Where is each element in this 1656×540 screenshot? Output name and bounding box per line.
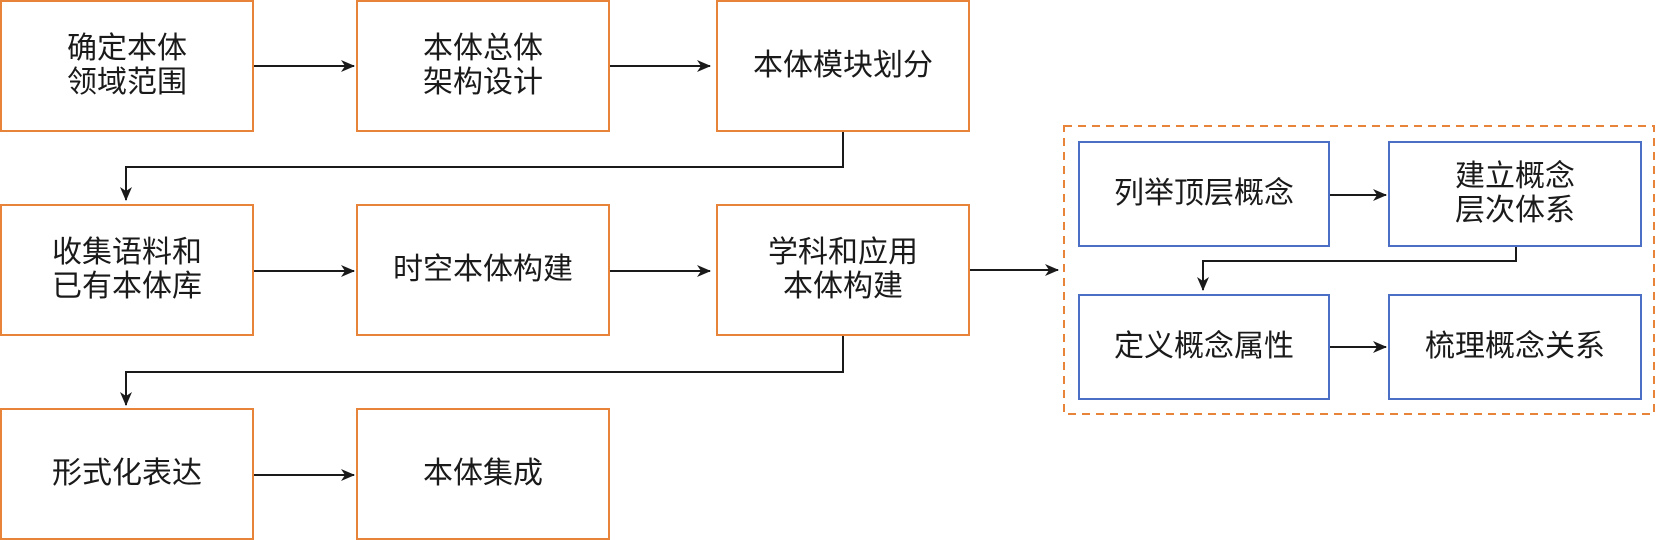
step-architecture-design: 本体总体 架构设计 <box>356 0 610 132</box>
detail-hierarchy-label: 建立概念 层次体系 <box>1455 159 1575 228</box>
step-formal-expression-label: 形式化表达 <box>52 456 202 491</box>
step-discipline-application: 学科和应用 本体构建 <box>716 204 970 336</box>
step-spatiotemporal-label: 时空本体构建 <box>393 252 573 287</box>
step-collect-corpus-label: 收集语料和 已有本体库 <box>52 235 202 304</box>
step-discipline-application-label: 学科和应用 本体构建 <box>768 235 918 304</box>
step-module-division-label: 本体模块划分 <box>753 48 933 83</box>
step-module-division: 本体模块划分 <box>716 0 970 132</box>
step-collect-corpus: 收集语料和 已有本体库 <box>0 204 254 336</box>
arrow-discipline-to-formal <box>120 336 844 406</box>
step-spatiotemporal: 时空本体构建 <box>356 204 610 336</box>
step-formal-expression: 形式化表达 <box>0 408 254 540</box>
detail-attributes: 定义概念属性 <box>1078 294 1330 400</box>
detail-relations-label: 梳理概念关系 <box>1425 329 1605 364</box>
detail-top-concepts: 列举顶层概念 <box>1078 141 1330 247</box>
detail-group-frame <box>1063 125 1655 415</box>
arrow-modules-to-collect <box>120 131 844 201</box>
detail-top-concepts-label: 列举顶层概念 <box>1114 176 1294 211</box>
detail-attributes-label: 定义概念属性 <box>1114 329 1294 364</box>
step-define-domain: 确定本体 领域范围 <box>0 0 254 132</box>
detail-hierarchy: 建立概念 层次体系 <box>1388 141 1642 247</box>
step-integration-label: 本体集成 <box>423 456 543 491</box>
step-define-domain-label: 确定本体 领域范围 <box>67 31 187 100</box>
step-integration: 本体集成 <box>356 408 610 540</box>
arrow-hierarchy-to-attributes <box>1197 247 1517 291</box>
detail-relations: 梳理概念关系 <box>1388 294 1642 400</box>
step-architecture-design-label: 本体总体 架构设计 <box>423 31 543 100</box>
